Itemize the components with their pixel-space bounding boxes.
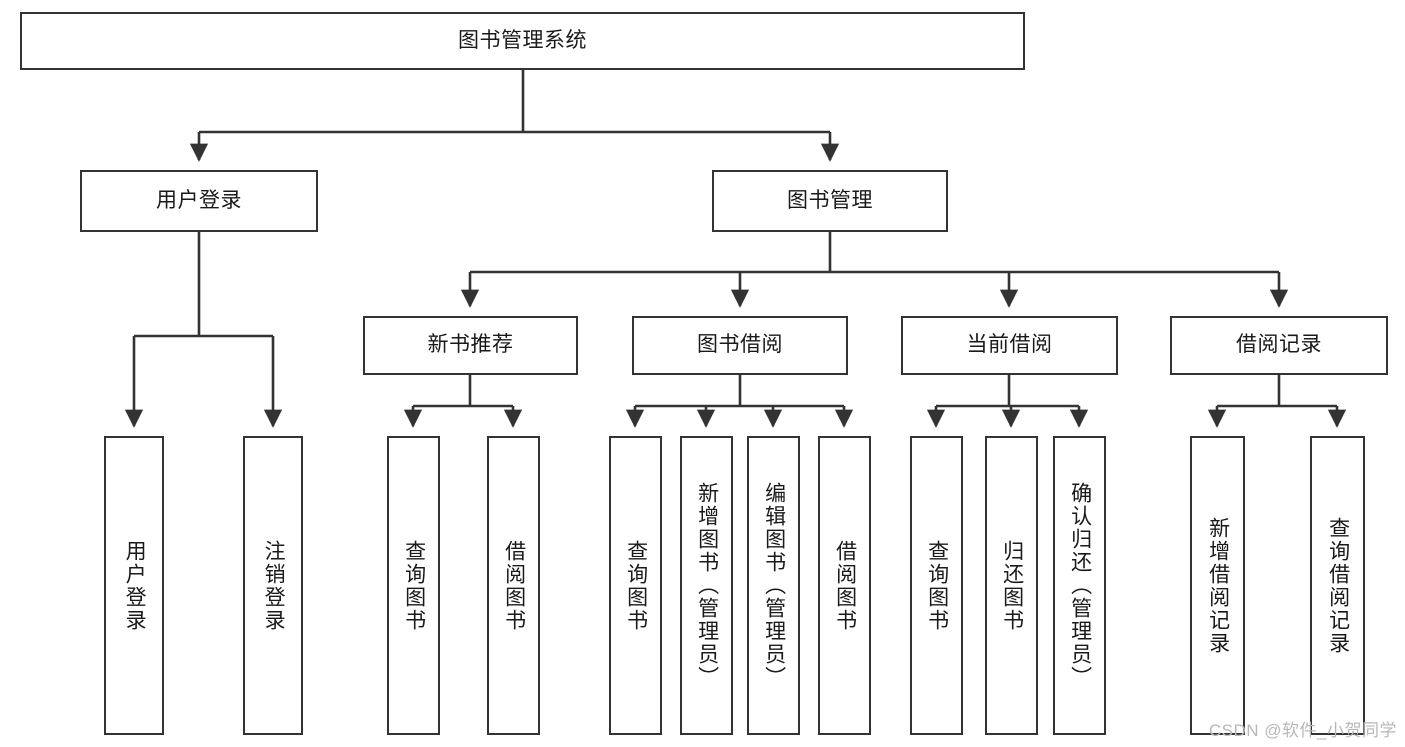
node-leaf-user-login-label: 用户登录 [123, 539, 147, 632]
node-leaf-query-book-1[interactable]: 查询图书 [387, 436, 440, 735]
node-leaf-borrow-book-2-label: 借阅图书 [833, 539, 857, 632]
node-leaf-user-logout[interactable]: 注销登录 [243, 436, 303, 735]
node-leaf-add-record[interactable]: 新增借阅记录 [1190, 436, 1245, 735]
node-leaf-query-book-2-label: 查询图书 [624, 539, 648, 632]
node-leaf-borrow-book-1-label: 借阅图书 [502, 539, 526, 632]
watermark-text: CSDN @软件_小贺同学 [1208, 721, 1397, 740]
node-root[interactable]: 图书管理系统 [20, 12, 1025, 70]
node-leaf-add-book[interactable]: 新增图书（管理员） [680, 436, 733, 735]
node-leaf-query-book-3[interactable]: 查询图书 [910, 436, 963, 735]
node-current-borrow[interactable]: 当前借阅 [901, 316, 1118, 375]
node-leaf-query-record-label: 查询借阅记录 [1326, 516, 1350, 655]
node-book-manage-label: 图书管理 [787, 188, 873, 212]
node-leaf-query-record[interactable]: 查询借阅记录 [1310, 436, 1365, 735]
node-leaf-query-book-2[interactable]: 查询图书 [609, 436, 662, 735]
node-book-borrow-label: 图书借阅 [697, 333, 783, 357]
node-leaf-edit-book-label: 编辑图书（管理员） [762, 482, 786, 689]
node-user-login[interactable]: 用户登录 [80, 170, 318, 232]
node-leaf-confirm-return[interactable]: 确认归还（管理员） [1053, 436, 1106, 735]
node-leaf-user-logout-label: 注销登录 [262, 539, 286, 632]
node-leaf-query-book-3-label: 查询图书 [925, 539, 949, 632]
node-current-borrow-label: 当前借阅 [966, 333, 1053, 357]
node-leaf-confirm-return-label: 确认归还（管理员） [1068, 482, 1092, 689]
node-root-label: 图书管理系统 [458, 28, 587, 52]
node-leaf-borrow-book-2[interactable]: 借阅图书 [818, 436, 871, 735]
node-leaf-edit-book[interactable]: 编辑图书（管理员） [747, 436, 800, 735]
node-leaf-add-record-label: 新增借阅记录 [1206, 516, 1230, 655]
node-borrow-record[interactable]: 借阅记录 [1170, 316, 1388, 375]
node-leaf-add-book-label: 新增图书（管理员） [695, 482, 719, 689]
node-book-manage[interactable]: 图书管理 [712, 170, 948, 232]
node-leaf-return-book[interactable]: 归还图书 [985, 436, 1038, 735]
node-new-book-rec[interactable]: 新书推荐 [363, 316, 578, 375]
node-user-login-label: 用户登录 [156, 188, 242, 212]
node-borrow-record-label: 借阅记录 [1236, 333, 1322, 357]
node-leaf-return-book-label: 归还图书 [1000, 539, 1024, 632]
node-leaf-query-book-1-label: 查询图书 [402, 539, 426, 632]
node-book-borrow[interactable]: 图书借阅 [632, 316, 848, 375]
node-leaf-borrow-book-1[interactable]: 借阅图书 [487, 436, 540, 735]
node-new-book-rec-label: 新书推荐 [427, 333, 514, 357]
node-leaf-user-login[interactable]: 用户登录 [104, 436, 164, 735]
